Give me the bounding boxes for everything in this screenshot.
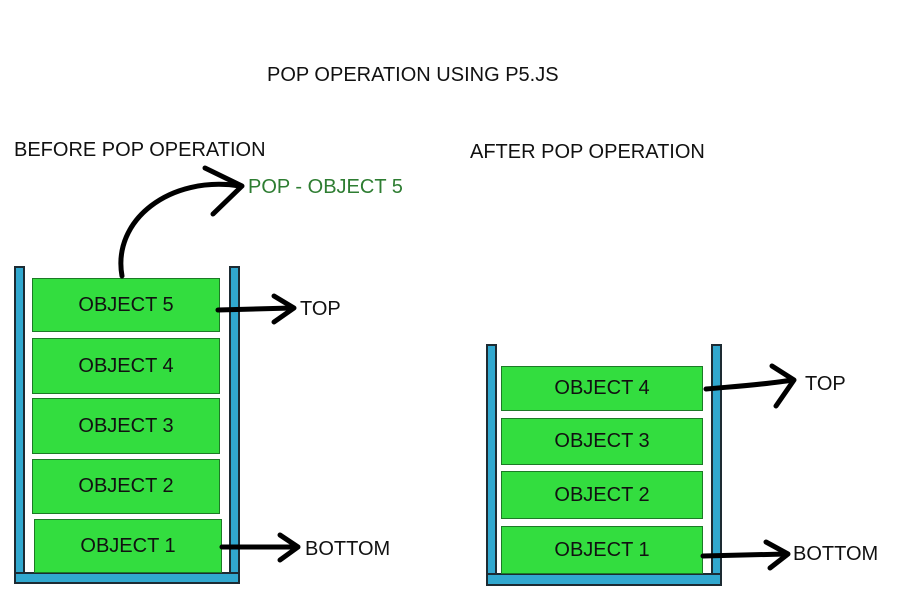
before-top-arrow <box>215 305 295 313</box>
before-bottom-arrow-head <box>277 532 301 563</box>
after-stack-base <box>486 573 722 586</box>
after-bottom-label: BOTTOM <box>793 543 879 565</box>
after-top-arrow <box>703 377 795 392</box>
after-pop-heading: AFTER POP OPERATION <box>470 141 705 163</box>
after-top-arrow-head <box>769 363 797 409</box>
before-stack-object: OBJECT 4 <box>32 338 220 394</box>
before-pop-heading: BEFORE POP OPERATION <box>14 139 266 161</box>
before-stack-object: OBJECT 1 <box>34 519 222 573</box>
diagram-title: POP OPERATION USING P5.JS <box>267 64 559 86</box>
pop-arrow <box>118 181 243 279</box>
after-stack-object: OBJECT 2 <box>501 471 703 519</box>
before-top-label: TOP <box>300 298 341 320</box>
after-stack-object: OBJECT 1 <box>501 526 703 574</box>
before-top-arrow-head <box>271 293 297 325</box>
before-stack-base <box>14 572 240 584</box>
after-stack-object: OBJECT 3 <box>501 418 703 465</box>
before-stack-object: OBJECT 2 <box>32 459 220 514</box>
before-stack-object: OBJECT 5 <box>32 278 220 332</box>
before-bottom-label: BOTTOM <box>305 538 391 560</box>
after-stack-object: OBJECT 4 <box>501 366 703 411</box>
after-top-label: TOP <box>805 373 846 395</box>
after-bottom-arrow <box>700 551 789 559</box>
pop-arrow-head <box>202 165 245 217</box>
before-stack-object: OBJECT 3 <box>32 398 220 454</box>
popped-object-label: POP - OBJECT 5 <box>248 176 403 198</box>
after-bottom-arrow-head <box>763 539 791 571</box>
